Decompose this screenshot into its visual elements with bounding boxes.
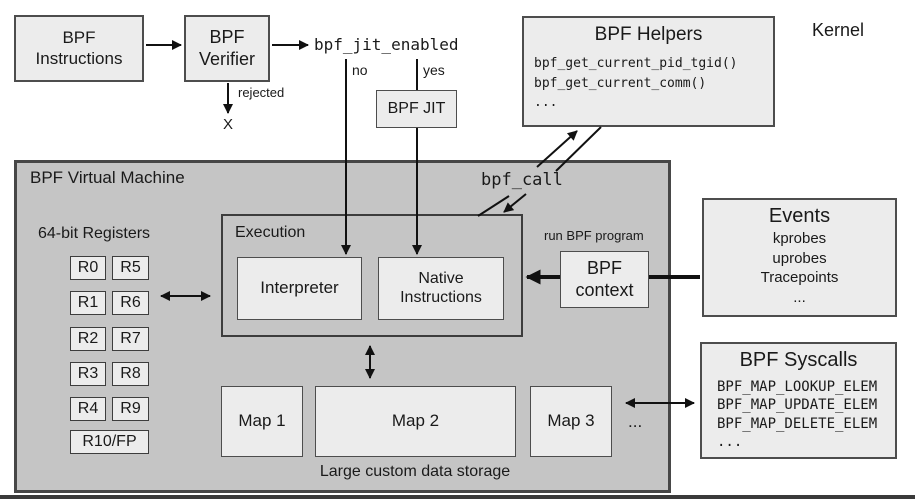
events-list: kprobes uprobes Tracepoints ... (704, 229, 895, 307)
syscalls-function-list: BPF_MAP_LOOKUP_ELEM BPF_MAP_UPDATE_ELEM … (717, 378, 895, 452)
syscall-function: BPF_MAP_LOOKUP_ELEM (717, 379, 878, 395)
bpf-helpers-function-list: bpf_get_current_pid_tgid() bpf_get_curre… (534, 54, 773, 113)
yes-branch-label: yes (423, 62, 445, 78)
register-r7: R7 (112, 327, 149, 351)
helper-function: ... (534, 95, 558, 110)
register-r4: R4 (70, 397, 106, 421)
register-r10-fp: R10/FP (70, 430, 149, 454)
run-bpf-program-label: run BPF program (544, 228, 644, 243)
bpf-verifier-box: BPF Verifier (184, 15, 270, 82)
event-item: kprobes (772, 230, 827, 247)
bpf-virtual-machine-title: BPF Virtual Machine (30, 168, 185, 187)
events-box: Events kprobes uprobes Tracepoints ... (702, 198, 897, 317)
bpf-context-box: BPF context (560, 251, 649, 308)
bpf-helpers-title: BPF Helpers (594, 24, 703, 45)
register-r0: R0 (70, 256, 106, 280)
register-r8: R8 (112, 362, 149, 386)
event-item: uprobes (772, 249, 827, 267)
map-1-box: Map 1 (221, 386, 303, 457)
bpf-instructions-box: BPF Instructions (14, 15, 144, 82)
kernel-label: Kernel (812, 20, 865, 40)
interpreter-box: Interpreter (237, 257, 362, 320)
events-title: Events (768, 205, 831, 227)
rejected-label: rejected (238, 85, 285, 100)
syscall-function: BPF_MAP_DELETE_ELEM (717, 415, 878, 432)
execution-title: Execution (235, 224, 306, 241)
bpf-syscalls-title: BPF Syscalls (739, 349, 858, 371)
registers-title: 64-bit Registers (38, 225, 151, 242)
helper-function: bpf_get_current_pid_tgid() (534, 56, 738, 71)
event-item: Tracepoints (760, 269, 839, 286)
rejected-x-mark: X (222, 116, 233, 133)
data-storage-caption: Large custom data storage (319, 463, 511, 480)
no-branch-label: no (352, 62, 368, 78)
bpf-jit-enabled-label: bpf_jit_enabled (314, 35, 459, 54)
register-r5: R5 (112, 256, 149, 280)
register-r2: R2 (70, 327, 106, 351)
bpf-call-label: bpf_call (481, 170, 563, 190)
bpf-jit-box: BPF JIT (376, 90, 457, 128)
syscall-function: BPF_MAP_UPDATE_ELEM (717, 397, 878, 414)
bpf-syscalls-box: BPF Syscalls BPF_MAP_LOOKUP_ELEM BPF_MAP… (700, 342, 897, 459)
native-instructions-box: Native Instructions (378, 257, 504, 320)
register-r3: R3 (70, 362, 106, 386)
register-r1: R1 (70, 291, 106, 315)
maps-ellipsis: ... (628, 412, 643, 431)
event-item: ... (793, 288, 806, 306)
register-r9: R9 (112, 397, 149, 421)
syscall-function: ... (717, 434, 743, 451)
bpf-helpers-box: BPF Helpers bpf_get_current_pid_tgid() b… (522, 16, 775, 127)
register-r6: R6 (112, 291, 149, 315)
map-2-box: Map 2 (315, 386, 516, 457)
map-3-box: Map 3 (530, 386, 612, 457)
helper-function: bpf_get_current_comm() (534, 75, 707, 91)
